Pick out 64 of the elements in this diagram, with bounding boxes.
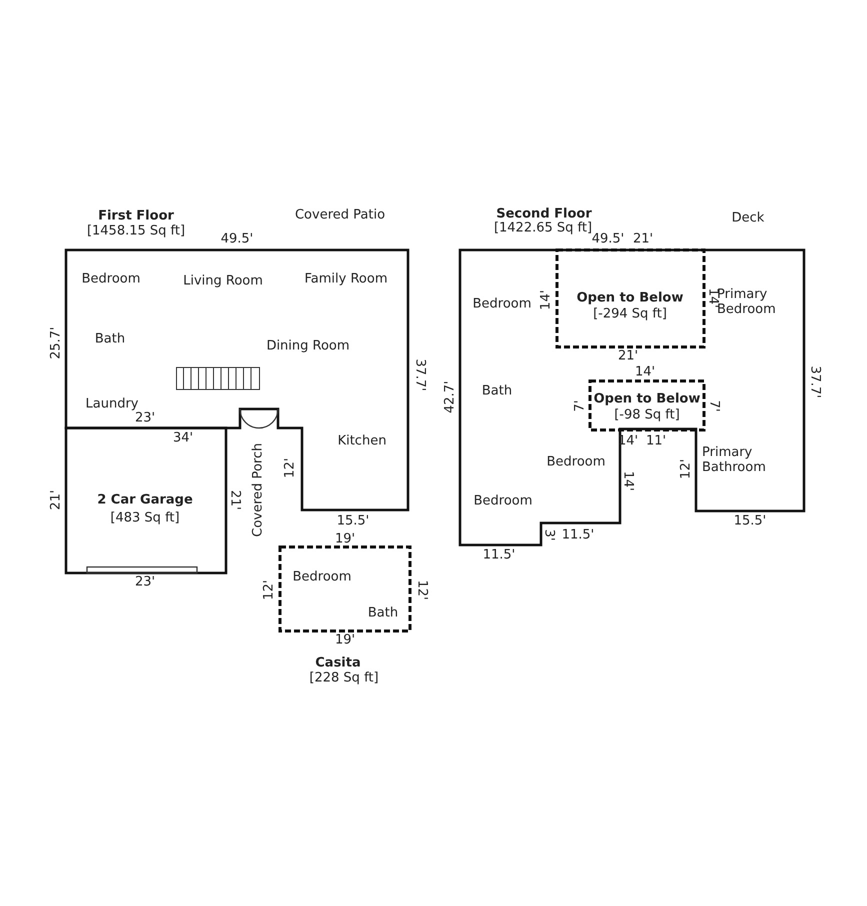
floor-title: First Floor	[98, 208, 174, 224]
room-label: 2 Car Garage	[97, 492, 193, 508]
dimension-label: 21'	[632, 232, 654, 246]
room-label: Bath	[94, 332, 126, 346]
dimension-label: 19'	[334, 532, 356, 546]
dimension-label: 12'	[678, 458, 694, 480]
dimension-label: 37.7'	[412, 358, 428, 392]
room-label: Laundry	[86, 396, 138, 412]
room-label: Bath	[482, 384, 512, 398]
dimension-label: 34'	[172, 430, 194, 446]
building-title: Casita	[315, 656, 361, 670]
room-label: Bedroom	[546, 454, 606, 470]
dimension-label: 15.5'	[734, 514, 766, 528]
dimension-label: 11.5'	[562, 528, 594, 542]
dimension-label: 11.5'	[482, 548, 516, 562]
floor-plan-outline	[460, 250, 804, 545]
room-label: Bedroom	[474, 494, 532, 508]
dimension-label: 12'	[414, 580, 430, 600]
area-label: [-98 Sq ft]	[614, 408, 680, 422]
dimension-label: 7'	[572, 400, 588, 412]
dimension-label: 14'	[538, 290, 554, 310]
floor-title: Second Floor	[496, 206, 592, 222]
casita-outline	[280, 547, 410, 631]
dimension-label: 14'	[634, 364, 656, 380]
dimension-label: 23'	[134, 410, 156, 426]
outdoor-area-label: Covered Patio	[294, 208, 386, 222]
open-to-below-area	[590, 381, 704, 430]
garage-outline	[66, 428, 226, 573]
dimension-label: 15.5'	[336, 514, 370, 528]
dimension-label: 12'	[282, 458, 298, 478]
dimension-label: 42.7'	[442, 380, 458, 414]
dimension-label: 7'	[706, 400, 722, 412]
room-label: Dining Room	[266, 338, 350, 354]
area-title: Open to Below	[594, 392, 700, 406]
dimension-label: 37.7'	[808, 366, 822, 398]
outdoor-area-label: Deck	[732, 210, 764, 226]
room-label: Bedroom	[292, 570, 352, 584]
dimension-label: 23'	[134, 574, 156, 590]
area-label: [-294 Sq ft]	[593, 306, 667, 322]
room-label: Living Room	[183, 274, 263, 288]
area-label: [1458.15 Sq ft]	[86, 224, 186, 238]
room-label: Family Room	[304, 272, 388, 286]
dimension-label: 21'	[48, 490, 64, 510]
room-label: Bath	[368, 606, 398, 620]
area-label: [1422.65 Sq ft]	[494, 220, 592, 236]
dimension-label: 49.5'	[592, 232, 624, 246]
dimension-label: 12'	[262, 580, 276, 600]
dimension-label: 3'	[542, 529, 556, 541]
dimension-label: 14'	[620, 470, 636, 492]
dimension-label: 19'	[334, 632, 356, 648]
room-label: Primary Bathroom	[702, 445, 767, 475]
dimension-label: 25.7'	[48, 326, 64, 360]
room-label: Bedroom	[82, 272, 140, 286]
dimension-label: 11'	[646, 434, 666, 448]
dimension-label: 21'	[618, 348, 638, 364]
area-label: [228 Sq ft]	[309, 670, 379, 686]
open-to-below-area	[557, 250, 704, 347]
room-label: Bedroom	[472, 296, 532, 312]
room-label: Kitchen	[338, 434, 386, 448]
dimension-label: 49.5'	[220, 232, 254, 246]
area-label: [483 Sq ft]	[110, 510, 180, 526]
area-title: Open to Below	[576, 290, 684, 306]
dimension-label: 21'	[228, 490, 242, 510]
outdoor-area-label: Covered Porch	[250, 443, 266, 537]
